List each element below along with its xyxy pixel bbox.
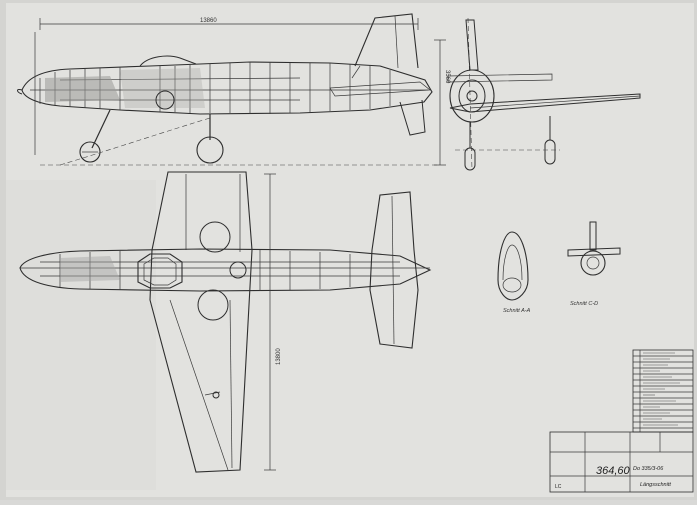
section-a-label: Schnitt A-A xyxy=(503,308,531,314)
plan-view: 13800 xyxy=(19,171,432,473)
sheet-title: Längsschnitt xyxy=(640,482,671,488)
side-view: 13860 xyxy=(17,13,450,166)
front-view xyxy=(447,17,641,171)
wing-span-dimension: 13800 xyxy=(276,348,282,365)
section-c-label: Schnitt C-D xyxy=(570,301,598,307)
section-c-d: Schnitt C-D xyxy=(567,221,621,307)
handwritten-number: 364,60 xyxy=(596,465,631,477)
drawing-code: LC xyxy=(555,484,562,490)
drawing-number: Do 335/3-06 xyxy=(633,466,664,472)
section-a-a: Schnitt A-A xyxy=(497,231,531,314)
title-block: 364,60 Do 335/3-06 Längsschnitt LC xyxy=(549,431,694,493)
length-dimension: 13860 xyxy=(200,18,217,24)
parts-list xyxy=(632,349,694,433)
height-dimension: 3560 xyxy=(444,70,450,84)
